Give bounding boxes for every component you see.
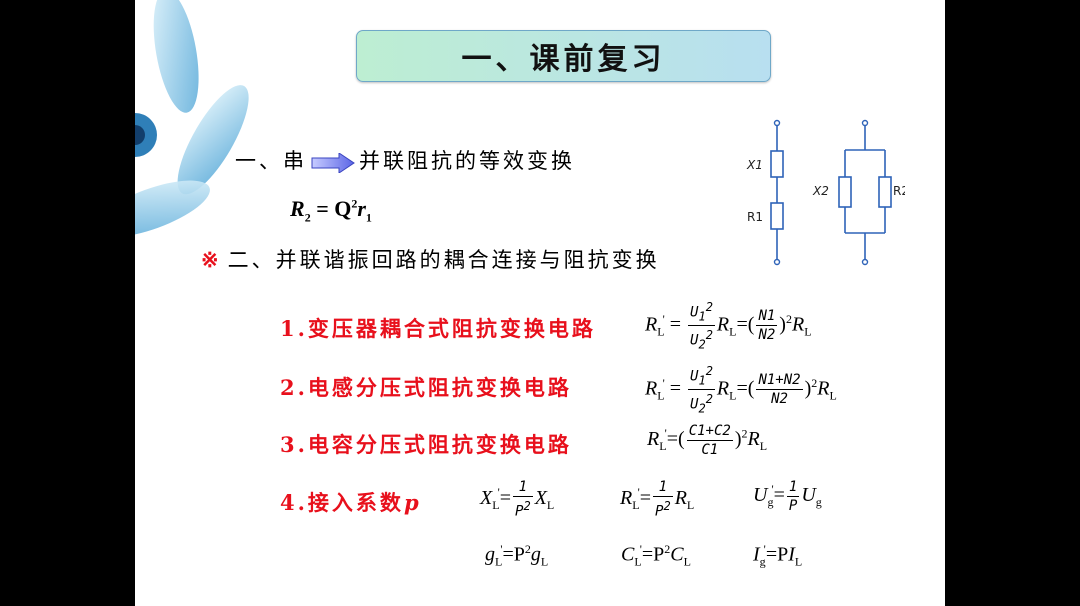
terminal-node [773,119,781,127]
label-x1: X1 [746,158,763,172]
item-4-label: 4.接入系数p [280,490,422,515]
terminal-node [861,258,869,266]
slide-title: 一、课前复习 [356,30,771,82]
section-2-heading: ※二、并联谐振回路的耦合连接与阻抗变换 [201,244,660,274]
terminal-node [773,258,781,266]
formula-r2: R2 = Q2r1 [290,196,372,225]
equation-cl: CL'=P2CL [621,542,691,569]
label-r2: R2 [893,184,905,198]
flower-decoration-icon [135,0,249,238]
equation-gl: gL'=P2gL [485,542,549,569]
slide: 一、课前复习 一、串 并联阻抗的等效变换 R2 = Q2r1 ※二、并联谐振回路的… [135,0,945,606]
section-2-text: 二、并联谐振回路的耦合连接与阻抗变换 [227,248,660,272]
item-3-label: 3.电容分压式阻抗变换电路 [280,432,572,457]
label-r1: R1 [747,210,763,224]
label-x2: X2 [812,184,829,198]
item-1-label: 1.变压器耦合式阻抗变换电路 [280,316,596,341]
section-1-heading: 一、串 并联阻抗的等效变换 [235,145,575,175]
section-1-prefix: 一、串 [235,149,307,173]
terminal-node [861,119,869,127]
right-arrow-icon [311,152,355,173]
section-1-suffix: 并联阻抗的等效变换 [359,149,575,173]
equation-ig: Ig'=PIL [753,542,803,569]
circuit-diagram: X1 R1 X2 R2 [746,119,905,266]
reference-mark-icon: ※ [201,247,222,272]
item-2-label: 2.电感分压式阻抗变换电路 [280,375,572,400]
